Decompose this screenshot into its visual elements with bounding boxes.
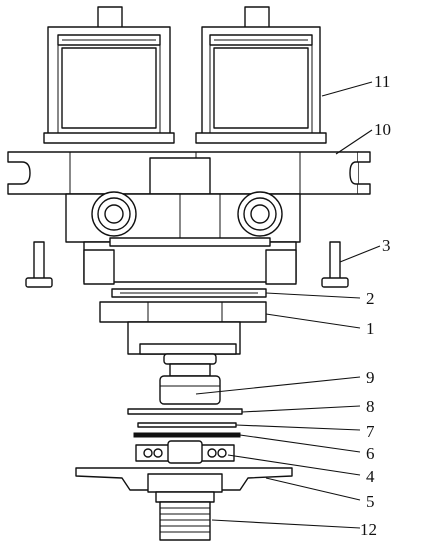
threaded-outlet xyxy=(155,491,215,541)
callout-8: 8 xyxy=(366,397,375,416)
callout-4: 4 xyxy=(366,467,375,486)
leader-12 xyxy=(211,519,361,529)
leader-10 xyxy=(335,129,373,155)
leader-9 xyxy=(195,376,361,395)
callout-7: 7 xyxy=(366,422,375,441)
callout-1: 1 xyxy=(366,319,375,338)
leader-7 xyxy=(235,424,361,431)
base-flange xyxy=(75,467,293,493)
valve-body xyxy=(7,151,371,285)
leader-4 xyxy=(227,454,361,476)
callout-9: 9 xyxy=(366,368,375,387)
valve-stem xyxy=(159,353,221,405)
callout-12: 12 xyxy=(360,520,377,539)
bearing xyxy=(135,440,235,464)
callout-5: 5 xyxy=(366,492,375,511)
solenoid-coil-right xyxy=(195,6,327,144)
washer-lower xyxy=(137,422,237,428)
callout-6: 6 xyxy=(366,444,375,463)
callout-11: 11 xyxy=(374,72,390,91)
leader-11 xyxy=(321,81,373,97)
screw-right xyxy=(321,241,349,288)
leader-5 xyxy=(265,477,361,501)
leader-1 xyxy=(265,313,361,329)
leader-2 xyxy=(265,292,361,299)
leader-3 xyxy=(339,245,381,263)
washer-upper xyxy=(127,408,243,415)
mounting-bracket xyxy=(99,301,267,355)
solenoid-coil-left xyxy=(43,6,175,144)
callout-10: 10 xyxy=(374,120,391,139)
leader-6 xyxy=(239,434,361,453)
screw-left xyxy=(25,241,53,288)
gasket-plate xyxy=(111,288,267,298)
sealing-ring xyxy=(133,432,241,438)
callout-3: 3 xyxy=(382,236,391,255)
callout-2: 2 xyxy=(366,289,375,308)
leader-8 xyxy=(241,405,361,413)
